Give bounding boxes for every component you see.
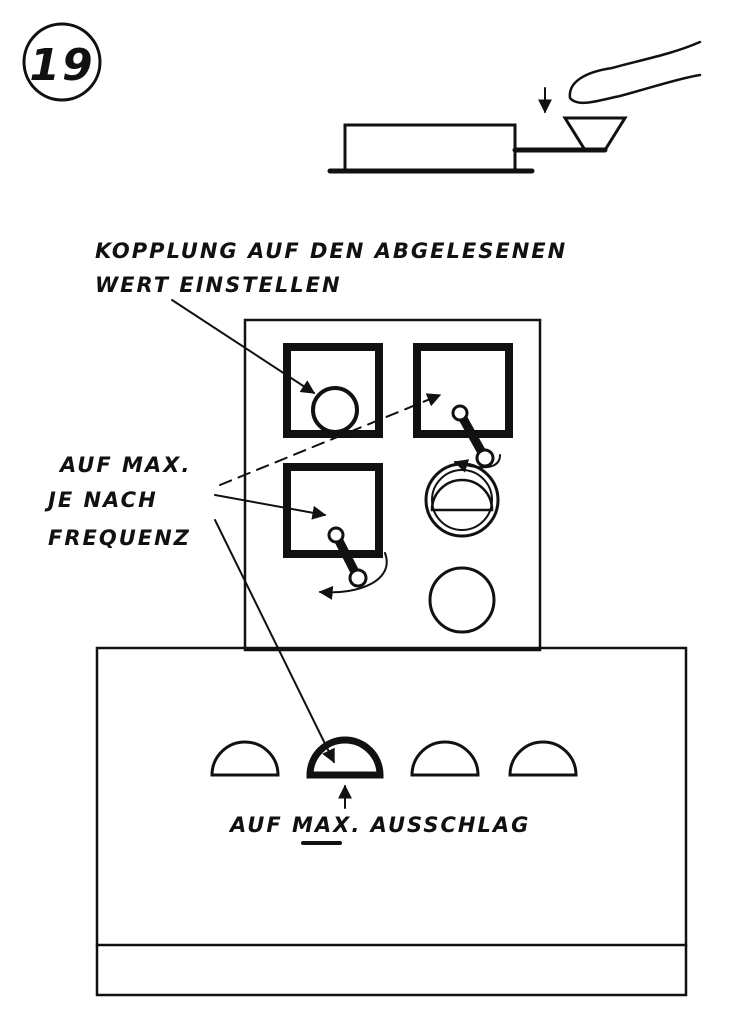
coupling-label-line1: KOPPLUNG AUF DEN ABGELESENEN — [95, 239, 567, 263]
key-press-illustration — [327, 40, 702, 174]
finger-icon — [568, 40, 702, 105]
coupling-knob — [311, 386, 359, 434]
frequency-label-line3: FREQUENZ — [48, 526, 191, 550]
meter-1 — [210, 740, 280, 777]
key-housing — [343, 123, 517, 172]
figure-number-circle — [22, 22, 102, 102]
meter-4 — [508, 740, 578, 777]
lever-2-handle — [348, 568, 368, 588]
tuning-window-2 — [283, 463, 383, 558]
tuning-window-1 — [413, 343, 513, 438]
meter-pointer-arrow — [214, 519, 335, 764]
coupling-label-line2: WERT EINSTELLEN — [95, 273, 342, 297]
meter-3 — [410, 740, 480, 777]
coupling-window — [283, 343, 383, 438]
frequency-label-line2: JE NACH — [44, 488, 158, 512]
frequency-dashed-pointer-arrow — [219, 393, 442, 486]
base-instrument — [95, 646, 688, 947]
meter-row — [210, 736, 578, 779]
panel-dial — [428, 566, 496, 634]
panel-meter-inner-ring — [431, 469, 493, 531]
lever-2-pivot — [327, 526, 345, 544]
key-button — [562, 116, 628, 152]
panel-meter — [424, 462, 500, 538]
figure-number: 19 — [29, 40, 94, 91]
frequency-label-line1: AUF MAX. — [58, 453, 191, 477]
rotate-arrow-icon — [318, 552, 388, 600]
meter-2-active — [306, 736, 384, 779]
lever-1-handle — [475, 448, 495, 468]
panel-meter-scale — [430, 478, 494, 512]
base-instrument-plinth — [95, 943, 688, 997]
coupling-pointer-arrow — [171, 299, 316, 394]
deflection-label: AUF MAX. AUSSCHLAG — [228, 813, 530, 837]
frequency-pointer-arrow — [214, 494, 327, 520]
control-panel — [243, 318, 542, 652]
lever-1-pivot — [451, 404, 469, 422]
